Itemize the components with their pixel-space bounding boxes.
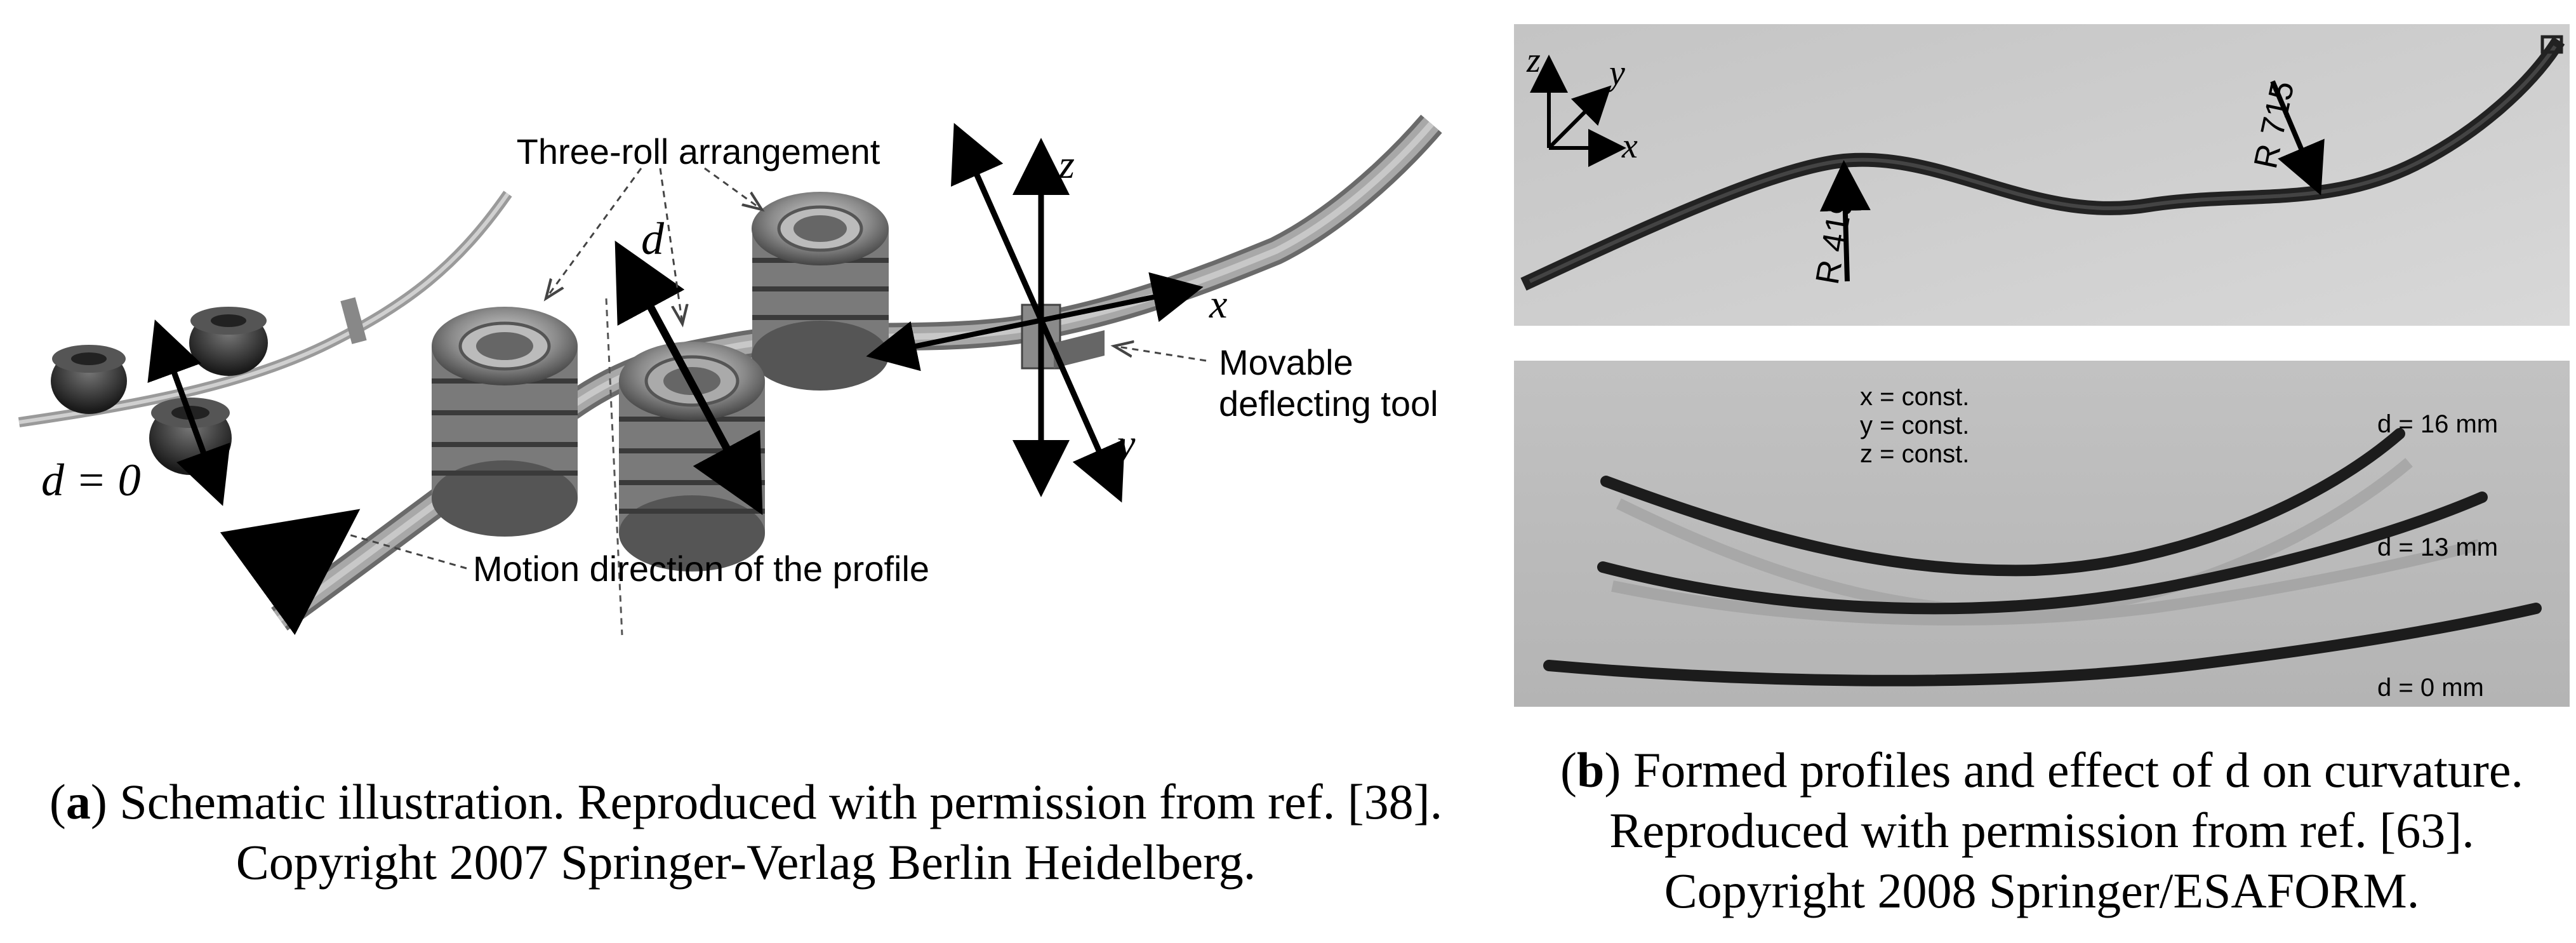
caption-a: (a) Schematic illustration. Reproduced w…	[0, 772, 1492, 892]
caption-b-line2: Reproduced with permission from ref. [63…	[1609, 803, 2474, 859]
d-label: d	[641, 213, 665, 264]
z-axis-label: z	[1058, 142, 1075, 187]
tool-leader	[1114, 346, 1207, 362]
profile-d16	[1600, 428, 2405, 577]
roll-center	[619, 342, 765, 572]
caption-a-line2: Copyright 2007 Springer-Verlag Berlin He…	[236, 834, 1256, 890]
const-x-label: x = const.	[1860, 383, 1969, 411]
roll-left	[432, 307, 578, 537]
axis-z-label: z	[1526, 41, 1541, 80]
motion-label: Motion direction of the profile	[473, 549, 929, 589]
three-roll-label: Three-roll arrangement	[517, 131, 880, 171]
d-zero-label: d = 0	[41, 455, 141, 505]
x-axis-label: x	[1209, 281, 1227, 326]
roll-right	[752, 192, 889, 391]
straight-machine-illustration	[18, 191, 512, 506]
formed-profiles-photos: z y x R 419 R 715 x = const. y = const. …	[1514, 24, 2570, 707]
s-curve-photo: z y x R 419 R 715	[1514, 24, 2570, 326]
curvature-comparison-photo: x = const. y = const. z = const. d = 16 …	[1514, 361, 2570, 707]
const-z-label: z = const.	[1860, 440, 1969, 468]
d13-label: d = 13 mm	[2377, 533, 2498, 561]
motion-arrow	[220, 509, 361, 635]
caption-b: (b) Formed profiles and effect of d on c…	[1514, 740, 2570, 921]
caption-b-letter: b	[1577, 742, 1605, 798]
d0-label: d = 0 mm	[2377, 674, 2484, 702]
const-y-label: y = const.	[1860, 411, 1969, 439]
caption-b-line1: Formed profiles and effect of d on curva…	[1621, 742, 2523, 798]
profile-d0	[1543, 603, 2542, 686]
caption-b-line3: Copyright 2008 Springer/ESAFORM.	[1664, 863, 2420, 919]
d16-label: d = 16 mm	[2377, 410, 2498, 438]
caption-a-line1: Schematic illustration. Reproduced with …	[107, 774, 1443, 829]
tool-label-line1: Movable	[1219, 342, 1353, 382]
axis-y-label: y	[1606, 53, 1625, 93]
tool-label-line2: deflecting tool	[1219, 384, 1438, 424]
schematic-illustration: Three-roll arrangement d d = 0 z x y Mov…	[18, 114, 1442, 636]
three-roll-leaders	[546, 167, 762, 324]
axis-x-label: x	[1621, 126, 1638, 166]
caption-a-letter: a	[65, 774, 91, 829]
y-axis-label: y	[1113, 421, 1136, 466]
profile-d13	[1597, 492, 2488, 615]
